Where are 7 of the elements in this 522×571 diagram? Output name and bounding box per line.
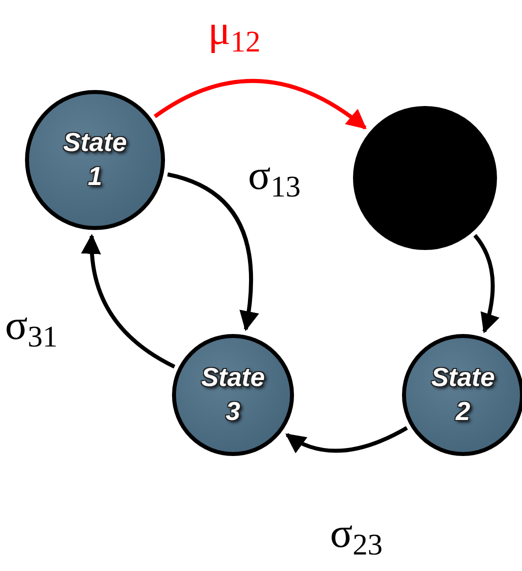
arrow xyxy=(167,172,259,332)
state-label: State 3 xyxy=(200,361,266,428)
state-label: State 2 xyxy=(430,361,496,428)
arrow xyxy=(473,234,500,334)
arrow xyxy=(154,79,367,130)
state-label: State 1 xyxy=(62,126,128,193)
arrow xyxy=(285,426,408,453)
